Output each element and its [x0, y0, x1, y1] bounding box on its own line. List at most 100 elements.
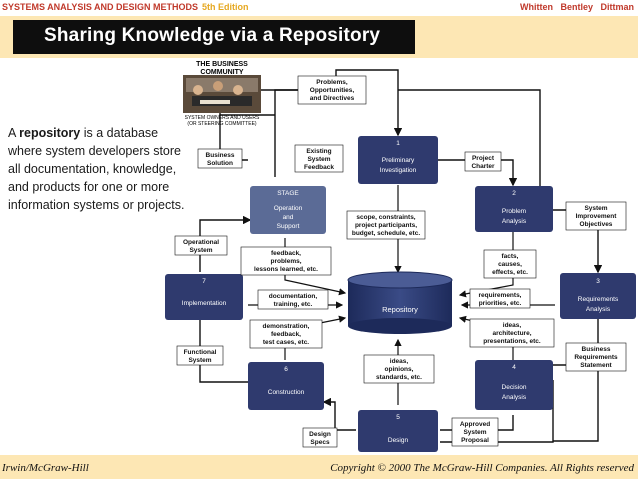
- svg-text:Operation: Operation: [274, 205, 303, 212]
- svg-text:Preliminary: Preliminary: [382, 157, 415, 164]
- svg-text:Solution: Solution: [207, 160, 233, 167]
- svg-text:Statement: Statement: [580, 362, 612, 369]
- svg-text:Existing: Existing: [306, 148, 331, 155]
- svg-text:feedback,: feedback,: [271, 331, 301, 338]
- svg-text:Business: Business: [206, 152, 235, 159]
- label-problems: Problems,Opportunities,and Directives: [297, 75, 367, 105]
- phase-7: 7 Implementation: [165, 274, 243, 320]
- label-ideas-architecture: ideas,architecture,presentations, etc.: [469, 318, 555, 348]
- repository-cylinder: Repository: [347, 271, 453, 334]
- svg-text:Proposal: Proposal: [461, 437, 489, 444]
- svg-text:opinions,: opinions,: [385, 366, 414, 373]
- svg-text:standards, etc.: standards, etc.: [376, 374, 422, 381]
- svg-text:Operational: Operational: [183, 239, 219, 246]
- svg-text:5: 5: [396, 414, 400, 421]
- svg-text:STAGE: STAGE: [277, 190, 299, 197]
- svg-text:problems,: problems,: [270, 258, 301, 265]
- community-caption-2: (OR STEERING COMMITTEE): [187, 121, 257, 127]
- phase-3: 3 Requirements Analysis: [560, 273, 636, 319]
- copyright: Copyright © 2000 The McGraw-Hill Compani…: [330, 462, 634, 474]
- svg-text:lessons learned, etc.: lessons learned, etc.: [254, 266, 318, 273]
- phase-1: 1 Preliminary Investigation: [358, 136, 438, 184]
- svg-text:System: System: [307, 156, 330, 163]
- svg-text:requirements,: requirements,: [479, 292, 522, 299]
- svg-text:Analysis: Analysis: [502, 394, 527, 401]
- community-caption-1: SYSTEM OWNERS AND USERS: [185, 115, 260, 121]
- svg-text:causes,: causes,: [498, 261, 522, 268]
- svg-text:Objectives: Objectives: [580, 221, 613, 228]
- svg-text:Requirements: Requirements: [574, 354, 618, 361]
- label-feedback: feedback,problems,lessons learned, etc.: [240, 246, 332, 276]
- title-box: [13, 20, 415, 54]
- business-community: THE BUSINESS COMMUNITY SYSTEM OWNERS AND…: [183, 61, 261, 127]
- svg-text:Support: Support: [277, 223, 300, 230]
- svg-text:Problem: Problem: [502, 208, 526, 215]
- svg-text:effects, etc.: effects, etc.: [492, 269, 528, 276]
- svg-text:Construction: Construction: [268, 389, 305, 396]
- label-scope: scope, constraints,project participants,…: [346, 210, 426, 240]
- svg-text:System: System: [189, 247, 212, 254]
- svg-text:documentation,: documentation,: [269, 293, 318, 300]
- svg-text:presentations, etc.: presentations, etc.: [483, 338, 541, 345]
- svg-text:test cases, etc.: test cases, etc.: [263, 339, 309, 346]
- svg-text:Improvement: Improvement: [576, 213, 618, 220]
- svg-text:and Directives: and Directives: [310, 95, 355, 102]
- edition-label: 5th Edition: [202, 2, 249, 12]
- svg-text:budget, schedule, etc.: budget, schedule, etc.: [352, 230, 420, 237]
- community-title-2: COMMUNITY: [200, 69, 243, 76]
- svg-text:training, etc.: training, etc.: [274, 301, 313, 308]
- phase-4: 4 Decision Analysis: [475, 360, 553, 410]
- svg-text:ideas,: ideas,: [390, 358, 409, 365]
- definition-term: repository: [19, 126, 81, 140]
- svg-text:Charter: Charter: [471, 163, 495, 170]
- svg-text:Opportunities,: Opportunities,: [310, 87, 355, 94]
- svg-text:System: System: [463, 429, 486, 436]
- slide-title: Sharing Knowledge via a Repository: [44, 25, 381, 46]
- phase-5: 5 Design: [358, 410, 438, 452]
- phase-6: 6 Construction: [248, 362, 324, 410]
- repository-label: Repository: [382, 305, 418, 314]
- svg-text:Investigation: Investigation: [380, 167, 417, 174]
- svg-text:Project: Project: [472, 155, 495, 162]
- authors: Whitten Bentley Dittman: [519, 2, 634, 12]
- svg-text:Decision: Decision: [502, 384, 527, 391]
- svg-text:and: and: [283, 214, 294, 221]
- svg-text:Functional: Functional: [184, 349, 217, 356]
- svg-text:Business: Business: [582, 346, 611, 353]
- svg-text:2: 2: [512, 190, 516, 197]
- community-title-1: THE BUSINESS: [196, 61, 248, 68]
- svg-text:3: 3: [596, 278, 600, 285]
- label-demonstration: demonstration,feedback,test cases, etc.: [249, 319, 323, 349]
- svg-text:facts,: facts,: [502, 253, 519, 260]
- svg-text:Implementation: Implementation: [182, 300, 227, 307]
- svg-text:project participants,: project participants,: [355, 222, 417, 229]
- definition-text: A repository is a database where system …: [8, 126, 185, 212]
- footer-band: [0, 455, 638, 479]
- phase-1-number: 1: [396, 140, 400, 147]
- svg-text:ideas,: ideas,: [503, 322, 522, 329]
- label-facts: facts,causes,effects, etc.: [483, 249, 537, 279]
- svg-text:Design: Design: [309, 431, 331, 438]
- svg-text:scope, constraints,: scope, constraints,: [356, 214, 415, 221]
- label-documentation: documentation,training, etc.: [257, 289, 329, 310]
- svg-text:7: 7: [202, 278, 206, 285]
- svg-text:feedback,: feedback,: [271, 250, 301, 257]
- svg-text:4: 4: [512, 364, 516, 371]
- svg-text:Design: Design: [388, 437, 409, 444]
- phase-2: 2 Problem Analysis: [475, 186, 553, 232]
- svg-text:System: System: [584, 205, 607, 212]
- svg-text:demonstration,: demonstration,: [263, 323, 310, 330]
- svg-text:Feedback: Feedback: [304, 164, 334, 171]
